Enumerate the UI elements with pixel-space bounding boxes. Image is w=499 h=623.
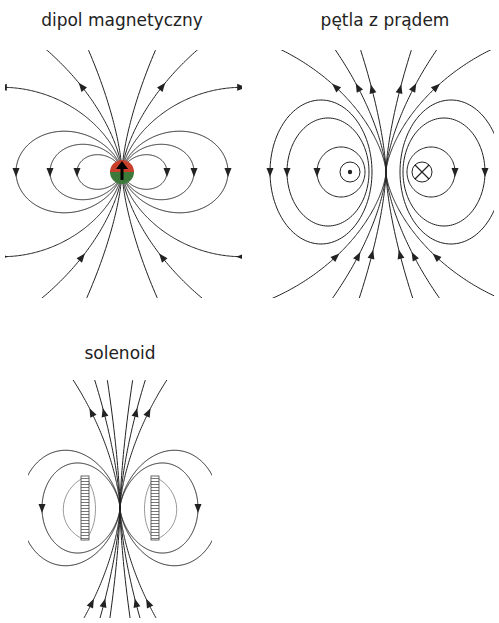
field-arrow xyxy=(76,80,87,91)
dipole-magnet xyxy=(110,160,134,184)
field-arrow xyxy=(353,250,363,261)
dipole-field xyxy=(5,50,242,298)
field-line xyxy=(407,147,455,197)
field-arrow xyxy=(100,598,109,608)
field-arrow xyxy=(5,253,8,260)
field-arrow xyxy=(409,82,419,93)
field-line xyxy=(270,100,372,244)
field-arrow xyxy=(164,168,171,177)
field-line xyxy=(28,380,120,618)
field-arrow xyxy=(431,81,442,92)
field-arrow xyxy=(236,253,242,260)
field-arrow xyxy=(314,168,321,177)
field-arrow xyxy=(87,597,97,608)
field-line xyxy=(28,380,120,618)
loop-field xyxy=(262,50,494,298)
field-arrow xyxy=(156,251,167,262)
field-line xyxy=(262,50,386,298)
field-arrow xyxy=(330,251,341,262)
field-arrow xyxy=(409,250,419,261)
field-arrow xyxy=(157,80,168,91)
field-line xyxy=(120,450,212,565)
field-line xyxy=(120,380,212,618)
field-arrow xyxy=(77,251,88,262)
field-arrow xyxy=(47,168,54,177)
field-arrow xyxy=(74,168,81,177)
field-arrow xyxy=(131,598,140,608)
panel-title: solenoid xyxy=(84,343,155,363)
field-arrow xyxy=(225,168,232,177)
field-line xyxy=(28,450,120,565)
field-line xyxy=(122,50,242,298)
field-arrow xyxy=(353,82,363,93)
field-arrow xyxy=(39,504,46,513)
field-arrow xyxy=(13,168,20,177)
field-line xyxy=(403,118,485,226)
field-arrow xyxy=(267,168,274,177)
field-arrow xyxy=(143,407,153,418)
field-line xyxy=(287,118,369,226)
field-arrow xyxy=(330,81,341,92)
coil-winding xyxy=(81,476,89,540)
field-line xyxy=(28,380,120,618)
field-arrow xyxy=(452,168,459,177)
field-arrow xyxy=(132,407,141,417)
field-line xyxy=(400,100,494,244)
field-line xyxy=(386,50,494,298)
field-arrow xyxy=(430,251,441,262)
field-line xyxy=(386,50,494,298)
coil-winding xyxy=(151,476,159,540)
field-arrow xyxy=(143,597,153,608)
field-line xyxy=(120,380,212,618)
field-arrow xyxy=(482,168,489,177)
field-arrow xyxy=(86,407,96,418)
panel-title: dipol magnetyczny xyxy=(41,10,203,30)
field-arrow xyxy=(396,84,405,94)
field-arrow xyxy=(367,84,376,94)
wire-in xyxy=(412,162,432,182)
field-arrow xyxy=(5,84,7,91)
field-line xyxy=(16,131,122,213)
field-line xyxy=(122,87,242,256)
field-line xyxy=(5,50,122,298)
field-line xyxy=(5,87,122,256)
wire-out xyxy=(340,162,360,182)
panel-title: pętla z prądem xyxy=(321,10,450,30)
field-arrow xyxy=(99,407,108,417)
field-line xyxy=(120,380,212,618)
field-line xyxy=(122,50,242,298)
field-arrow xyxy=(237,84,242,91)
field-line xyxy=(317,147,365,197)
field-line xyxy=(122,131,228,213)
solenoid-field xyxy=(28,380,212,618)
field-arrow xyxy=(284,168,291,177)
field-arrow xyxy=(395,249,404,259)
field-line xyxy=(262,50,386,298)
field-arrow xyxy=(191,168,198,177)
field-line xyxy=(386,50,494,298)
field-arrow xyxy=(368,249,377,259)
field-line xyxy=(262,50,386,298)
field-line xyxy=(5,50,122,298)
field-arrow xyxy=(195,504,202,513)
